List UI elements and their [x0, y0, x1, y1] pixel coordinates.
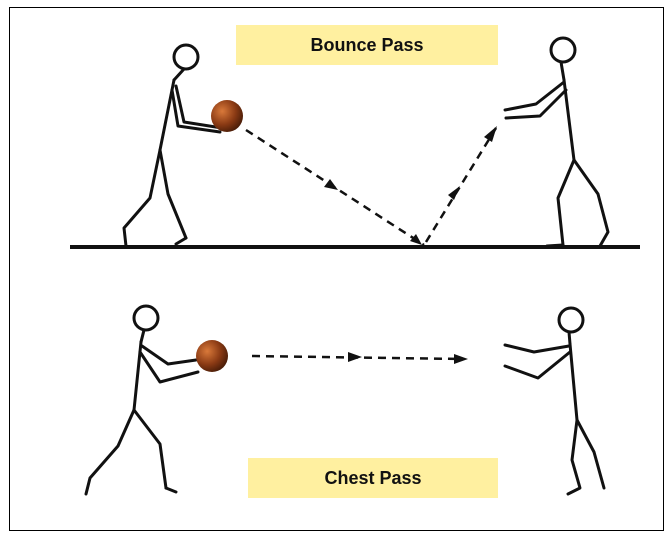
bounce-pass-ball: [211, 100, 243, 132]
bounce-passer-figure: [122, 43, 224, 248]
bounce-pass-arrow-1: [324, 179, 338, 190]
chest-pass-arrow-1: [348, 352, 362, 362]
chest-pass-label: Chest Pass: [248, 458, 498, 498]
chest-pass-arrow-2: [454, 354, 468, 364]
bounce-pass-arrow-2: [410, 234, 422, 245]
chest-pass-ball: [196, 340, 228, 372]
chest-receiver-figure: [503, 306, 606, 496]
bounce-pass-path-up: [424, 127, 498, 243]
bounce-receiver-figure: [503, 36, 610, 248]
bounce-pass-label: Bounce Pass: [236, 25, 498, 65]
bounce-pass-arrow-4: [484, 126, 497, 142]
chest-passer-figure: [84, 304, 200, 496]
bounce-pass-arrow-3: [448, 186, 460, 200]
